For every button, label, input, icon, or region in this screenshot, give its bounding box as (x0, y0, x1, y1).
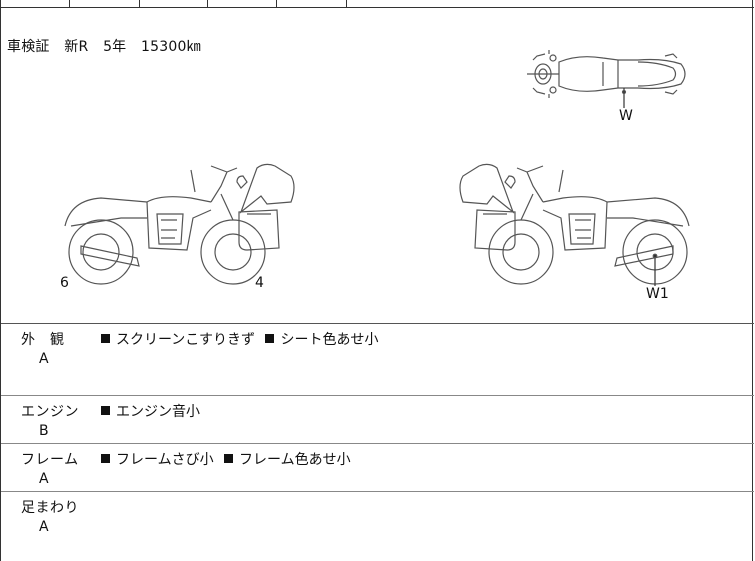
note-item: スクリーンこすりきず (116, 332, 256, 348)
mileage: 15300㎞ (141, 39, 201, 55)
category-label: 外 観 (21, 332, 65, 348)
note-item: フレーム色あせ小 (239, 452, 351, 468)
condition-row-engine: エンジン B エンジン音小 (1, 396, 754, 444)
condition-row-suspension: 足まわり A (1, 492, 754, 561)
note-item: シート色あせ小 (280, 332, 379, 348)
inspection-label: 車検証 (7, 39, 50, 55)
registration: 新R (64, 39, 89, 55)
grade-value: A (39, 351, 49, 367)
category-label: エンジン (21, 404, 79, 420)
damage-marker-top: W (619, 108, 633, 124)
damage-marker-left-front: 6 (60, 275, 69, 291)
previous-table-edge (1, 0, 754, 8)
motorcycle-left-side-icon (64, 163, 295, 285)
grade-value: B (39, 423, 49, 439)
condition-notes: エンジン音小 (101, 401, 206, 421)
model-year: 5年 (103, 39, 127, 55)
vehicle-diagram-panel: 車検証 新R 5年 15300㎞ W (1, 8, 754, 324)
category-label: フレーム (21, 452, 79, 468)
damage-marker-left-rear: 4 (255, 275, 264, 291)
bullet-square-icon (101, 406, 110, 415)
damage-marker-right: W1 (646, 286, 669, 302)
condition-notes: フレームさび小 フレーム色あせ小 (101, 449, 357, 469)
category-label: 足まわり (21, 500, 79, 516)
motorcycle-right-side-icon (459, 163, 690, 286)
bullet-square-icon (101, 454, 110, 463)
condition-row-frame: フレーム A フレームさび小 フレーム色あせ小 (1, 444, 754, 492)
bullet-square-icon (265, 334, 275, 343)
note-item: エンジン音小 (116, 404, 200, 420)
inspection-info: 車検証 新R 5年 15300㎞ (7, 36, 201, 56)
grade-value: A (39, 471, 49, 487)
bullet-square-icon (224, 454, 234, 463)
note-item: フレームさび小 (116, 452, 214, 468)
condition-notes: スクリーンこすりきず シート色あせ小 (101, 329, 384, 349)
condition-row-exterior: 外 観 A スクリーンこすりきず シート色あせ小 (1, 324, 754, 396)
motorcycle-top-view-icon (527, 50, 686, 108)
grade-value: A (39, 519, 49, 535)
bullet-square-icon (101, 334, 110, 343)
